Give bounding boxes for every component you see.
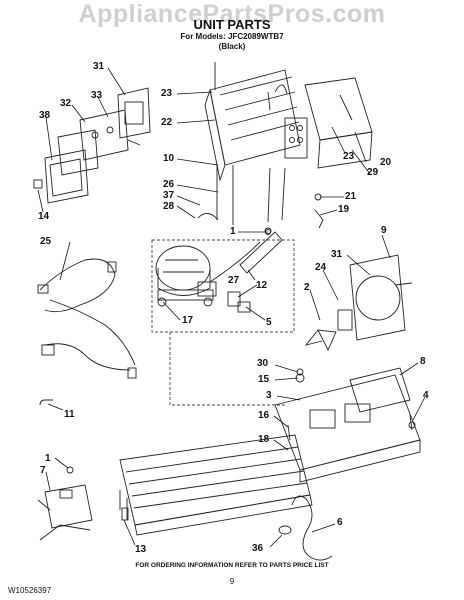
callout-18: 18: [258, 434, 270, 445]
callout-27: 27: [228, 275, 240, 286]
callout-16: 16: [258, 410, 270, 421]
callout-10: 10: [163, 153, 175, 164]
callout-4: 4: [423, 390, 429, 401]
condenser-fan-drawing: [304, 254, 413, 352]
callout-9: 9: [381, 225, 387, 236]
callout-11: 11: [64, 409, 75, 420]
callout-7: 7: [40, 465, 46, 476]
assembly-outline: [151, 239, 295, 406]
ordering-note: FOR ORDERING INFORMATION REFER TO PARTS …: [135, 562, 329, 569]
callout-33: 32: [60, 98, 72, 109]
machine-compartment-base-drawing: [274, 367, 421, 483]
callout-30: 30: [257, 358, 269, 369]
drier-relay-drawing: [227, 227, 283, 313]
callout-17: 17: [182, 315, 194, 326]
callout-1-bottom: 1: [45, 453, 51, 464]
page-title: UNIT PARTS: [193, 17, 271, 32]
callout-28: 28: [163, 201, 175, 212]
callout-38: 38: [39, 110, 51, 121]
models-line: For Models: JFC2089WTB7: [180, 32, 284, 41]
condenser-coil-drawing: [119, 434, 313, 536]
callout-leaders: [37, 67, 426, 548]
callout-20: 20: [380, 157, 392, 168]
callout-24: 24: [315, 262, 327, 273]
callout-19: 19: [338, 204, 350, 215]
wire-harness-drawing: [37, 258, 137, 379]
callout-25: 26: [163, 179, 175, 190]
callout-8: 8: [420, 356, 426, 367]
power-cord-drawing: [37, 484, 93, 541]
callout-34: 33: [91, 90, 103, 101]
compressor-drawing: [155, 213, 261, 307]
duct-drawing: [304, 77, 373, 169]
evaporator-drawing: [204, 62, 308, 225]
callout-23-right: 23: [343, 151, 355, 162]
callout-5: 5: [266, 317, 272, 328]
drain-tube-drawing: [278, 495, 333, 561]
callout-15: 15: [258, 374, 270, 385]
page-number: 9: [229, 577, 235, 586]
callout-31: 31: [331, 249, 343, 260]
small-parts-drawing: [39, 193, 416, 521]
callout-12: 12: [256, 280, 268, 291]
callout-2: 2: [304, 282, 310, 293]
watermark: AppliancePartsPros.com: [78, 0, 386, 28]
callout-29: 29: [367, 167, 379, 178]
callout-13: 13: [135, 544, 147, 555]
callout-26: 25: [40, 236, 52, 247]
callout-22: 22: [161, 117, 173, 128]
document-id: W10526397: [8, 586, 52, 595]
callout-21: 21: [345, 191, 357, 202]
callout-32: 31: [93, 61, 105, 72]
callout-6: 6: [337, 517, 343, 528]
callout-36: 36: [252, 543, 264, 554]
callout-37: 37: [163, 190, 175, 201]
callout-1-top: 1: [230, 226, 236, 237]
color-line: (Black): [218, 42, 246, 51]
callout-23-left: 23: [161, 88, 173, 99]
control-bracket-drawing: [33, 87, 151, 204]
callout-14: 14: [38, 211, 50, 222]
callout-3: 3: [266, 390, 272, 401]
